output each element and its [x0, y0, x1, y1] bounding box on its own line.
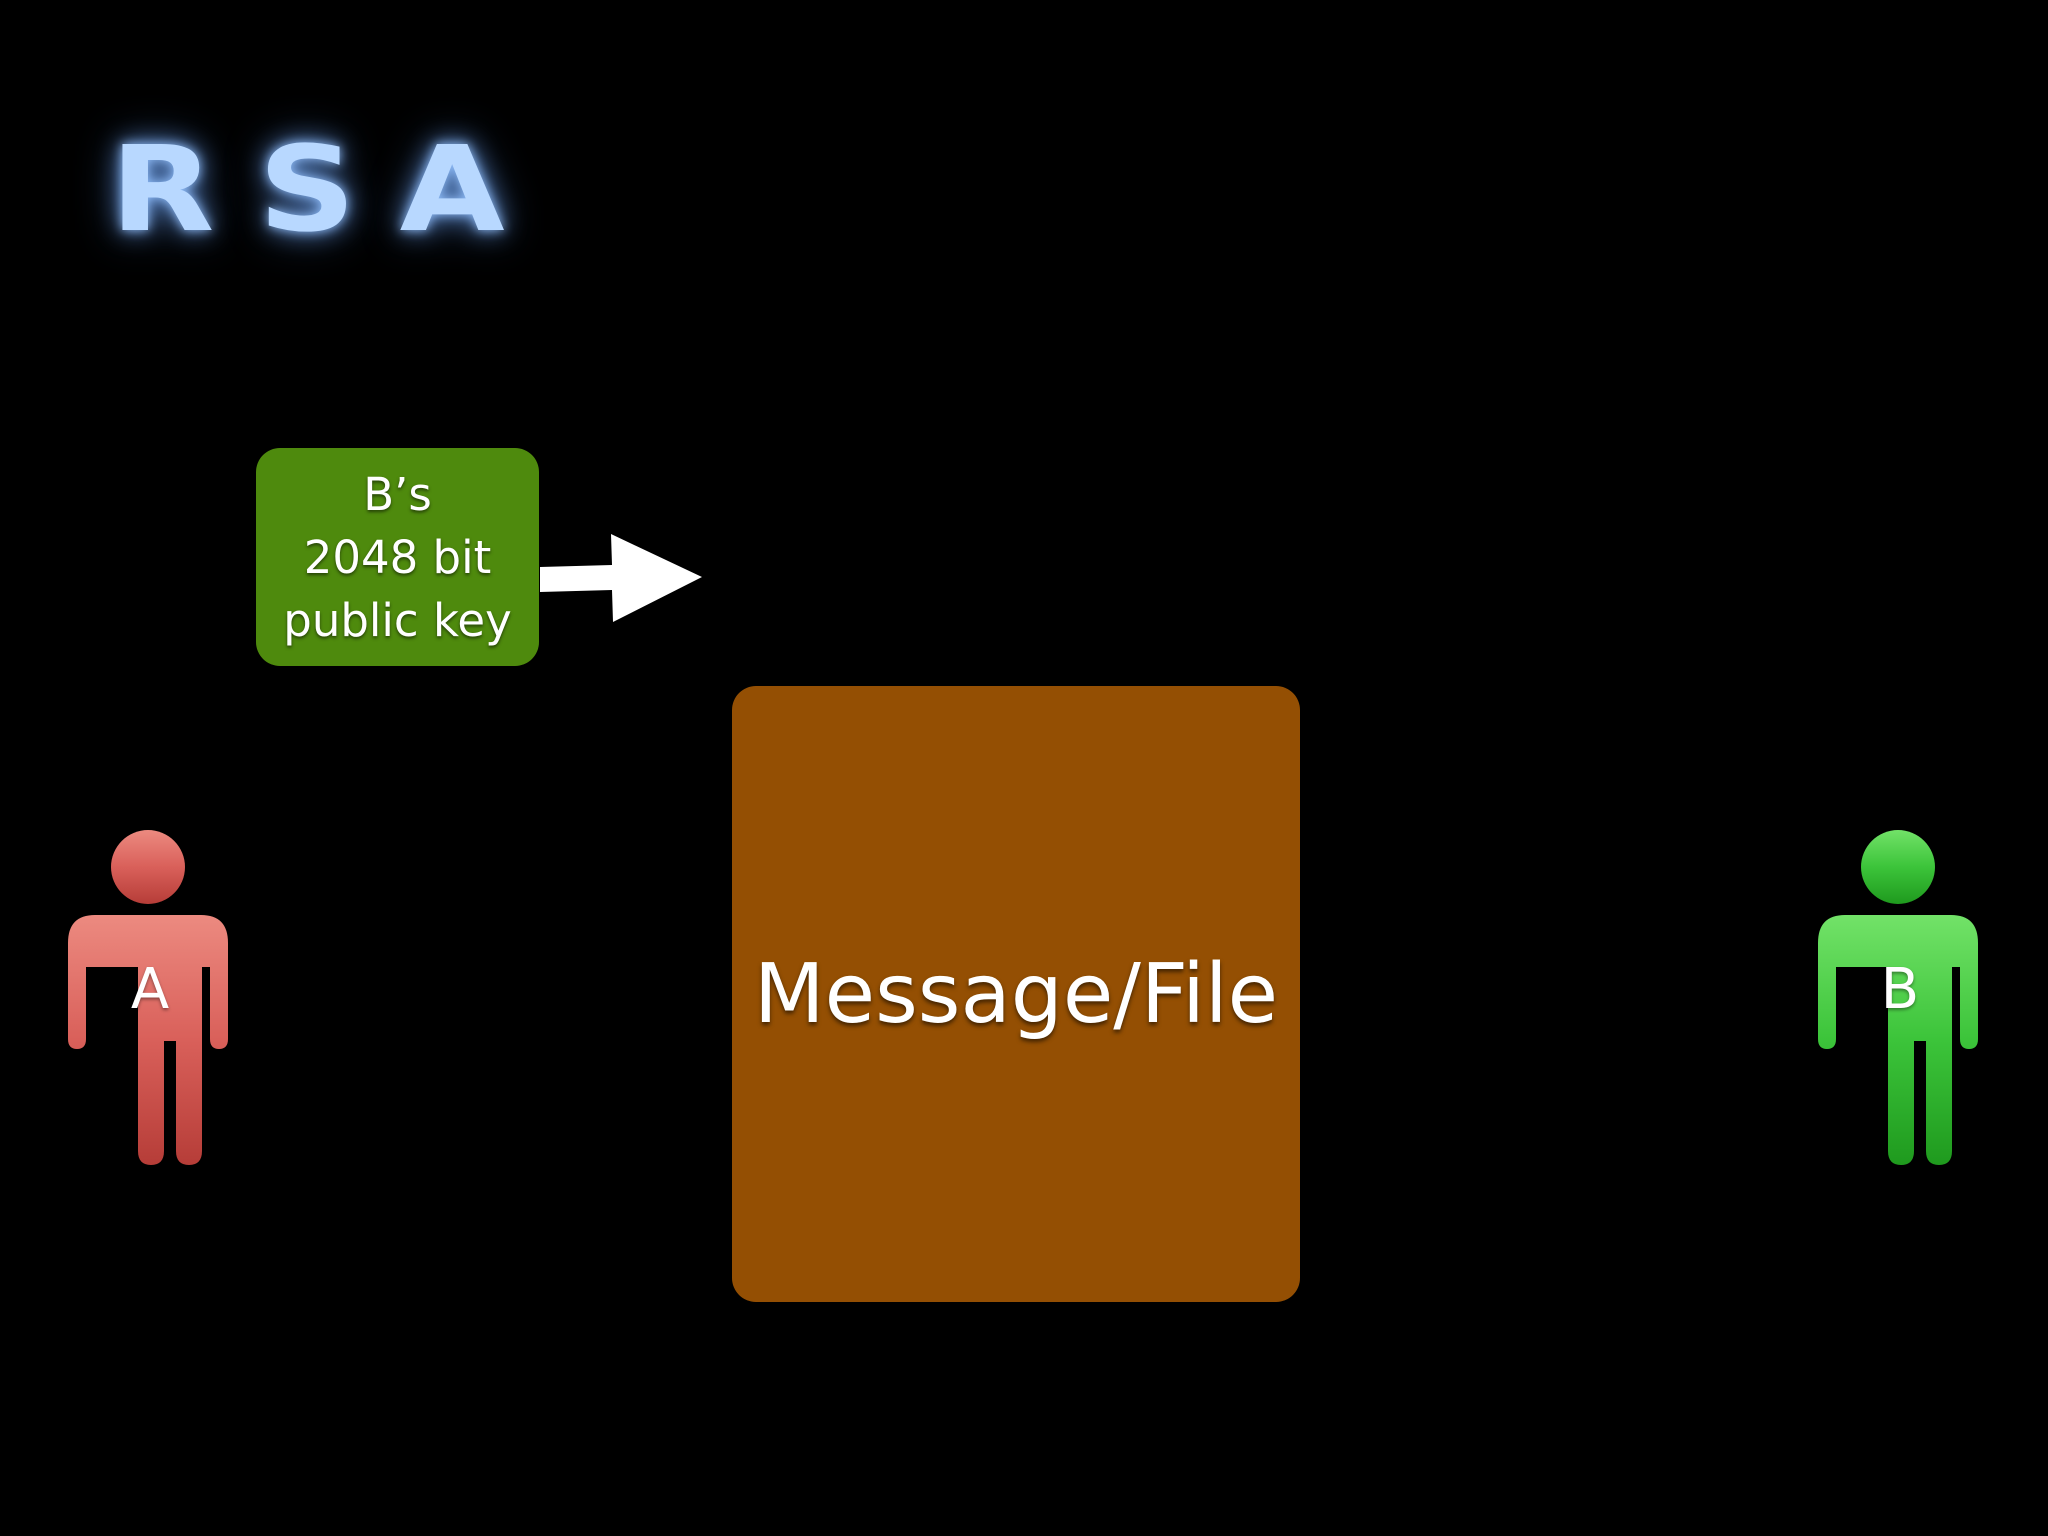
message-file-label: Message/File [753, 946, 1279, 1042]
person-b: B [1815, 825, 1985, 1165]
public-key-box: B’s 2048 bit public key [256, 448, 539, 666]
message-file-box: Message/File [732, 686, 1300, 1302]
slide-title: RSA [110, 120, 549, 258]
person-icon [68, 830, 228, 1165]
right-arrow-icon [538, 528, 708, 628]
public-key-line-size: 2048 bit [303, 530, 492, 584]
person-a-label: A [130, 957, 170, 1022]
person-b-label: B [1880, 957, 1920, 1022]
public-key-line-owner: B’s [363, 467, 432, 521]
person-a: A [65, 825, 235, 1165]
person-icon [1818, 830, 1978, 1165]
public-key-line-type: public key [283, 593, 512, 647]
